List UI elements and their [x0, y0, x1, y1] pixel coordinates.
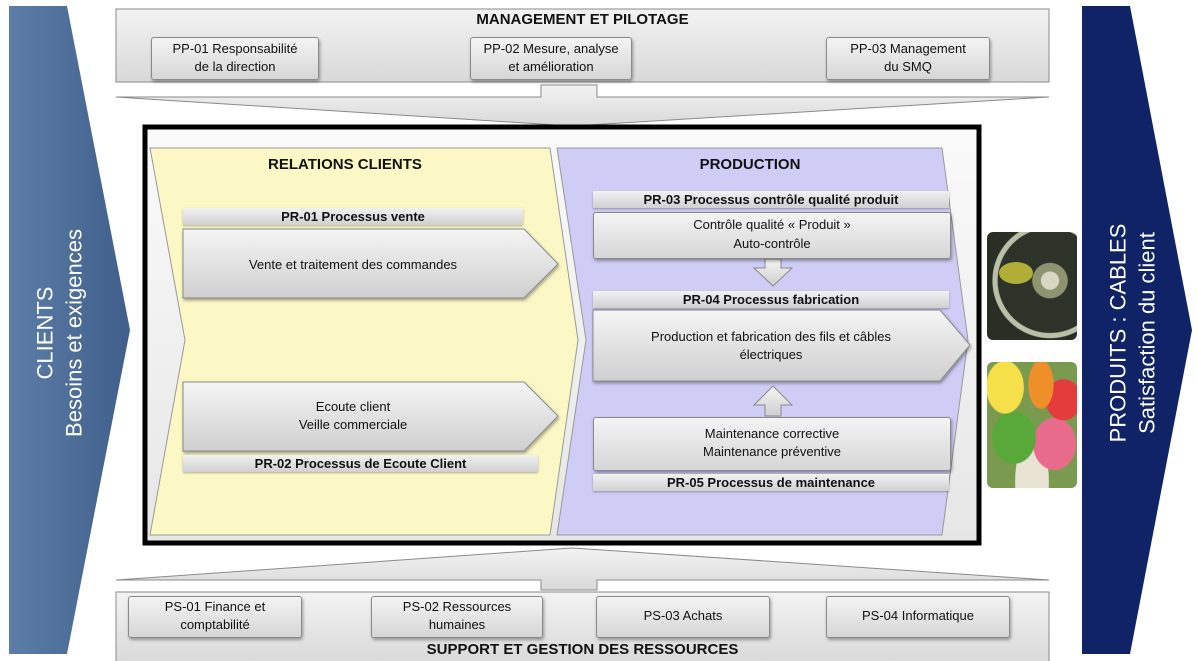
pr04-tag: PR-04 Processus fabrication [593, 291, 949, 308]
pr03-tag: PR-03 Processus contrôle qualité produit [593, 191, 949, 208]
pr02-tag: PR-02 Processus de Ecoute Client [183, 455, 538, 472]
cable-spool-label [999, 262, 1033, 284]
pp02-code: PP-02 Mesure, analyse [483, 41, 619, 56]
produits-subtitle: Satisfaction du client [1134, 232, 1159, 434]
pr03-line1: Contrôle qualité « Produit » [693, 217, 851, 232]
ps03-box: PS-03 Achats [596, 596, 770, 638]
ps02-line1: PS-02 Ressources [402, 599, 512, 614]
pp02-label: et amélioration [508, 59, 594, 74]
pr01-arrow-box [182, 228, 559, 299]
pr04-line2: électriques [739, 347, 803, 362]
pp01-box: PP-01 Responsabilité de la direction [151, 37, 319, 80]
pr01-tag: PR-01 Processus vente [183, 208, 523, 225]
relations-clients-panel [149, 147, 579, 536]
produits-title: PRODUITS : CABLES [1105, 223, 1131, 443]
colored-cables-image [987, 362, 1077, 488]
ps02-box: PS-02 Ressources humaines [371, 596, 543, 638]
support-chevron [115, 547, 1050, 591]
pr02-arrow-box [182, 381, 559, 452]
pr02-line2: Veille commerciale [298, 417, 408, 432]
ps03-line1: PS-03 Achats [643, 608, 723, 623]
ps02-line2: humaines [428, 617, 486, 632]
pr04-arrow-box [592, 309, 971, 382]
up-arrow [752, 385, 794, 417]
management-chevron [115, 84, 1050, 127]
pp03-code: PP-03 Management [850, 41, 966, 56]
pr05-line2: Maintenance préventive [702, 444, 842, 459]
pr03-box: Contrôle qualité « Produit » Auto-contrô… [593, 212, 951, 259]
ps01-box: PS-01 Finance et comptabilité [128, 596, 302, 638]
clients-arrow-text: CLIENTS Besoins et exigences [31, 229, 88, 437]
pr05-line1: Maintenance corrective [704, 426, 840, 441]
pp01-label: de la direction [194, 59, 276, 74]
cable-spool-image [987, 232, 1077, 340]
pr03-line2: Auto-contrôle [733, 236, 811, 251]
pr02-line1: Ecoute client [315, 399, 391, 414]
pr01-text: Vente et traitement des commandes [248, 257, 458, 272]
ps01-line2: comptabilité [180, 617, 250, 632]
pp03-label: du SMQ [884, 59, 932, 74]
produits-arrow [1082, 6, 1192, 654]
pr05-box: Maintenance corrective Maintenance préve… [593, 417, 951, 471]
clients-arrow [9, 6, 130, 654]
clients-subtitle: Besoins et exigences [61, 229, 86, 437]
production-title: PRODUCTION [699, 156, 801, 173]
relations-clients-title: RELATIONS CLIENTS [268, 156, 422, 173]
pp01-code: PP-01 Responsabilité [172, 41, 298, 56]
ps04-box: PS-04 Informatique [826, 596, 1010, 638]
pr04-line1: Production et fabrication des fils et câ… [651, 329, 891, 344]
pp02-box: PP-02 Mesure, analyse et amélioration [470, 37, 632, 80]
management-title: MANAGEMENT ET PILOTAGE [476, 11, 689, 28]
ps04-line1: PS-04 Informatique [861, 608, 974, 623]
produits-arrow-text: PRODUITS : CABLES Satisfaction du client [1104, 224, 1161, 443]
down-arrow [752, 258, 794, 287]
pr05-tag: PR-05 Processus de maintenance [593, 474, 949, 491]
pp03-box: PP-03 Management du SMQ [826, 37, 990, 80]
support-title: SUPPORT ET GESTION DES RESSOURCES [426, 641, 739, 658]
ps01-line1: PS-01 Finance et [164, 599, 266, 614]
clients-title: CLIENTS [32, 286, 58, 380]
